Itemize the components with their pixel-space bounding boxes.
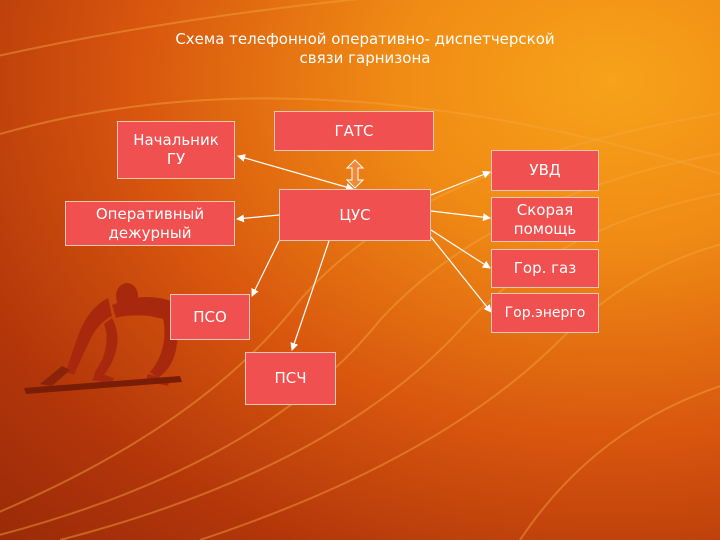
connector-arrows: [236, 154, 492, 351]
node-pso: ПСО: [170, 294, 250, 340]
arrow-cus-to-uvd: [430, 170, 491, 196]
node-gats: ГАТС: [274, 111, 434, 151]
runner-silhouette: [66, 283, 180, 386]
node-gor-gaz: Гор. газ: [491, 249, 599, 288]
node-nachalnik-gu: Начальник ГУ: [117, 121, 235, 179]
arrow-cus-to-energo: [430, 236, 492, 313]
arrow-cus-to-gaz: [430, 229, 491, 269]
arrow-cus-to-operativny: [236, 214, 280, 223]
node-cus: ЦУС: [279, 189, 431, 241]
node-skoraya-pomosh: Скорая помощь: [491, 197, 599, 242]
arrow-gats-to-nachalnik: [237, 154, 354, 191]
double-arrow-gats-cus: [345, 159, 365, 189]
diagram-title: Схема телефонной оперативно- диспетчерск…: [175, 30, 555, 67]
node-gor-energo: Гор.энерго: [491, 293, 599, 333]
node-uvd: УВД: [491, 150, 599, 191]
node-psch: ПСЧ: [245, 352, 336, 405]
arrow-cus-to-pso: [251, 240, 280, 297]
node-operativny-dezhurny: Оперативный дежурный: [65, 201, 235, 246]
arrow-cus-to-psch: [290, 240, 330, 351]
starting-block: [24, 366, 182, 394]
arrow-cus-to-skoraya: [430, 210, 491, 222]
